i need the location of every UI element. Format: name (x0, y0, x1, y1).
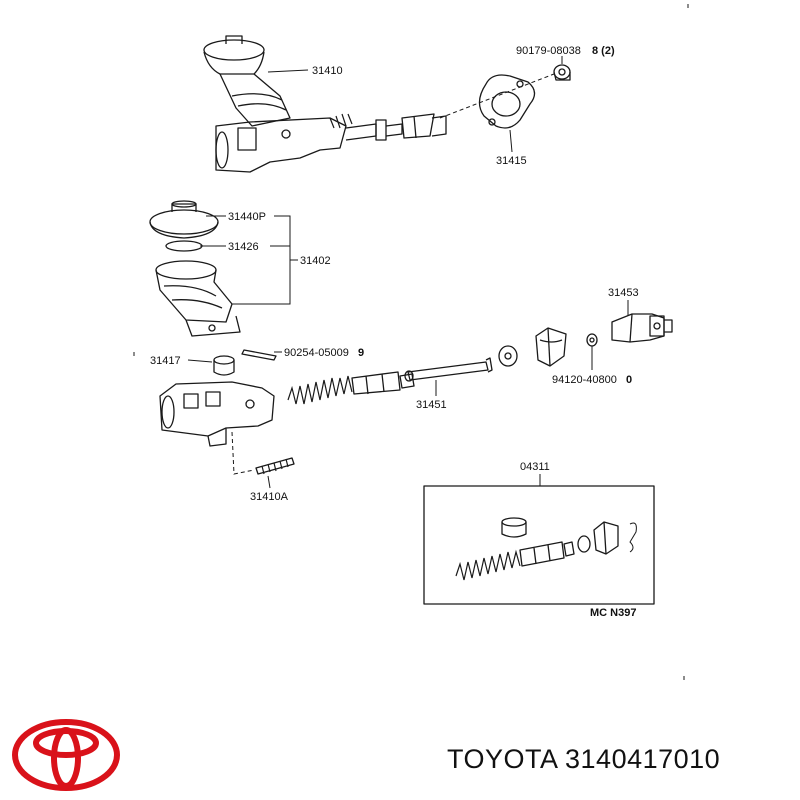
parts-diagram: 31410 90179-08038 8 (2) 31415 31440P 314… (133, 4, 689, 680)
callout-31402: 31402 (300, 255, 331, 267)
callout-31453: 31453 (608, 287, 639, 299)
reservoir-31402 (155, 260, 241, 337)
washer (498, 345, 518, 367)
callout-31440p: 31440P (228, 211, 266, 223)
callout-90179: 90179-08038 (516, 45, 581, 57)
nut-94120 (586, 333, 598, 347)
callout-04311: 04311 (520, 461, 550, 473)
callout-90254-qty: 9 (358, 347, 364, 359)
stud-31410a (255, 457, 295, 475)
toyota-logo-icon (12, 719, 120, 791)
diagram-code: MC N397 (590, 607, 636, 619)
nut-90179 (553, 64, 571, 81)
part-number-caption: TOYOTA 3140417010 (447, 744, 721, 774)
gasket-31415 (478, 74, 536, 129)
callout-31410: 31410 (312, 65, 343, 77)
callout-90254: 90254-05009 (284, 347, 349, 359)
repair-kit-04311 (423, 485, 655, 605)
callout-31415: 31415 (496, 155, 527, 167)
callout-31451: 31451 (416, 399, 447, 411)
pin-90254 (241, 349, 277, 361)
cap-31440p (149, 200, 219, 239)
leader-lines (187, 56, 629, 489)
top-master-cylinder-assembly (203, 35, 555, 173)
grommet-31417 (213, 355, 235, 376)
clevis-31453 (611, 313, 673, 343)
callout-31426: 31426 (228, 241, 259, 253)
master-cylinder-body (159, 371, 415, 475)
callout-31410a: 31410A (250, 491, 289, 503)
callout-31417: 31417 (150, 355, 181, 367)
callout-94120-qty: 0 (626, 374, 632, 386)
callout-94120: 94120-40800 (552, 374, 617, 386)
callout-90179-qty: 8 (2) (592, 45, 615, 57)
seal-31426 (165, 240, 203, 252)
callout-labels: 31410 90179-08038 8 (2) 31415 31440P 314… (150, 45, 639, 619)
push-rod-31451 (404, 357, 493, 382)
boot (535, 327, 567, 367)
